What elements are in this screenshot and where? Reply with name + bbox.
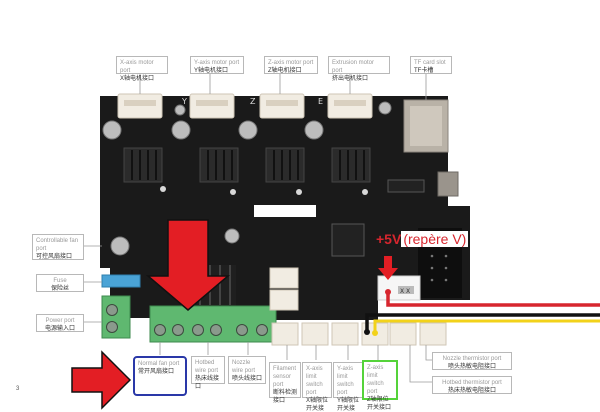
label-y-limit-switch-port: Y-axis limit switch port Y轴限位开关接口 bbox=[333, 362, 363, 412]
mcu-chip bbox=[331, 223, 365, 257]
silk-y: Y bbox=[181, 97, 187, 106]
label-cn: 热床热敏电阻接口 bbox=[447, 388, 496, 394]
red-arrow-right bbox=[71, 350, 132, 410]
label-cn: Y轴限位开关接口 bbox=[337, 398, 360, 412]
label-cn: 喷头热敏电阻接口 bbox=[447, 364, 496, 370]
red-arrow-down bbox=[145, 219, 231, 311]
board-sticker bbox=[254, 205, 316, 217]
power-terminal bbox=[101, 295, 131, 339]
label-cn: X轴限位开关接口 bbox=[306, 398, 329, 412]
label-cn: Z轴限位开关接口 bbox=[367, 397, 392, 411]
label-y-motor-port: Y-axis motor port Y轴电机接口 bbox=[190, 56, 244, 74]
label-en: Y-axis limit switch port bbox=[337, 366, 354, 396]
label-power-port: Power port 电源输入口 bbox=[36, 314, 84, 332]
label-en: Extrusion motor port bbox=[332, 60, 375, 74]
fuse bbox=[101, 274, 141, 288]
label-cn: X轴电机接口 bbox=[120, 76, 155, 82]
label-en: Nozzle wire port bbox=[232, 360, 256, 374]
label-z-limit-switch-port: Z-axis limit switch port Z轴限位开关接口 bbox=[362, 360, 398, 411]
label-x-limit-switch-port: X-axis limit switch port X轴限位开关接口 bbox=[302, 362, 332, 412]
silk-e: E bbox=[318, 97, 323, 106]
label-cn: TF卡槽 bbox=[414, 68, 434, 74]
label-en: Filament sensor port bbox=[273, 366, 297, 388]
fan-connector-2 bbox=[269, 289, 299, 311]
usb-port bbox=[437, 171, 459, 197]
label-cn: 可控风扇接口 bbox=[36, 254, 73, 260]
label-en: Nozzle thermistor port bbox=[442, 356, 502, 362]
label-cn: Y轴电机接口 bbox=[194, 68, 229, 74]
label-en: X-axis motor port bbox=[120, 60, 154, 74]
label-cn: 断料检测接口 bbox=[273, 390, 298, 404]
red-arrow-5v bbox=[378, 256, 398, 280]
silk-xx: X X bbox=[400, 288, 410, 295]
label-cn: 常开风扇接口 bbox=[138, 369, 175, 375]
label-en: X-axis limit switch port bbox=[306, 366, 323, 396]
annotation-repere: (repère V) bbox=[401, 231, 469, 247]
label-en: Fuse bbox=[53, 278, 67, 284]
label-cn: 热床线接口 bbox=[195, 376, 220, 390]
annotation-5v: +5V(repère V) bbox=[376, 231, 469, 247]
label-cn: 挤出电机接口 bbox=[332, 76, 369, 82]
label-fuse: Fuse 保险丝 bbox=[36, 274, 84, 292]
label-en: Hotbed thermistor port bbox=[442, 380, 502, 386]
label-filament-sensor-port: Filament sensor port 断料检测接口 bbox=[269, 362, 301, 404]
label-cn: 电源输入口 bbox=[44, 326, 75, 332]
label-en: TF card slot bbox=[414, 60, 446, 66]
label-normal-fan-port: Normal fan port 常开风扇接口 bbox=[133, 356, 187, 396]
label-hotbed-wire-port: Hotbed wire port 热床线接口 bbox=[191, 356, 225, 390]
annotation-5v-label: +5V bbox=[376, 231, 402, 247]
wire-black bbox=[365, 313, 600, 332]
page-number: 3 bbox=[16, 386, 20, 392]
label-en: Z-axis motor port bbox=[268, 60, 314, 66]
label-nozzle-thermistor-port: Nozzle thermistor port 喷头热敏电阻接口 bbox=[432, 352, 512, 370]
label-en: Z-axis limit switch port bbox=[367, 365, 384, 395]
label-cn: 保险丝 bbox=[50, 286, 69, 292]
label-nozzle-wire-port: Nozzle wire port 喷头线接口 bbox=[228, 356, 266, 384]
label-z-motor-port: Z-axis motor port Z轴电机接口 bbox=[264, 56, 318, 74]
label-hotbed-thermistor-port: Hotbed thermistor port 热床热敏电阻接口 bbox=[432, 376, 512, 394]
label-en: Power port bbox=[45, 318, 75, 324]
label-en: Y-axis motor port bbox=[194, 60, 240, 66]
leader-lines bbox=[84, 74, 436, 383]
wire-red bbox=[386, 292, 600, 307]
bottom-connectors bbox=[271, 322, 447, 346]
label-cn: Z轴电机接口 bbox=[268, 68, 302, 74]
output-terminal bbox=[149, 305, 277, 343]
capacitors bbox=[102, 101, 392, 256]
label-en: Normal fan port bbox=[138, 361, 180, 367]
label-cn: 喷头线接口 bbox=[232, 376, 263, 382]
label-tf-card-slot: TF card slot TF卡槽 bbox=[410, 56, 452, 74]
label-controllable-fan-port: Controllable fan port 可控风扇接口 bbox=[32, 234, 84, 260]
label-en: Controllable fan port bbox=[36, 238, 79, 252]
silk-z: Z bbox=[250, 97, 256, 106]
label-en: Hotbed wire port bbox=[195, 360, 219, 374]
label-extrusion-motor-port: Extrusion motor port 挤出电机接口 bbox=[328, 56, 390, 82]
wire-yellow bbox=[373, 319, 600, 333]
label-x-motor-port: X-axis motor port X轴电机接口 bbox=[116, 56, 168, 82]
fan-connector-1 bbox=[269, 267, 299, 289]
